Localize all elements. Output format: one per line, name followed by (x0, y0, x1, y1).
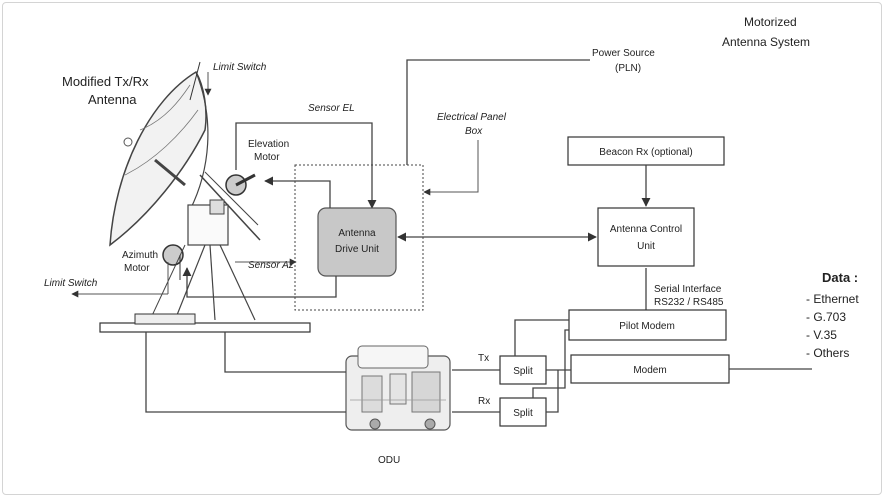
azimuth-motor-label-1: Azimuth (122, 250, 158, 261)
limit-switch-left-label: Limit Switch (44, 278, 98, 289)
split-bottom-label: Split (513, 408, 533, 419)
data-item-others: - Others (806, 346, 849, 360)
data-heading: Data : (822, 270, 858, 285)
odu-illustration (346, 346, 450, 430)
antenna-label-line2: Antenna (88, 92, 137, 107)
data-item-v35: - V.35 (806, 328, 837, 342)
data-item-g703: - G.703 (806, 310, 846, 324)
pilot-modem-label: Pilot Modem (619, 321, 675, 332)
drive-unit-label-1: Antenna (338, 228, 376, 239)
serial-interface-label-1: Serial Interface (654, 284, 722, 295)
modem-label: Modem (633, 365, 666, 376)
beacon-rx-label: Beacon Rx (optional) (599, 147, 692, 158)
azimuth-motor-label-2: Motor (124, 263, 150, 274)
title-line2: Antenna System (722, 35, 810, 49)
drive-unit-label-2: Drive Unit (335, 244, 379, 255)
acu-label-1: Antenna Control (610, 224, 682, 235)
title-line1: Motorized (744, 15, 797, 29)
odu-label: ODU (378, 455, 400, 466)
acu-label-2: Unit (637, 241, 655, 252)
antenna-control-unit-block (598, 208, 694, 266)
electrical-panel-label-2: Box (465, 126, 483, 137)
split-top-label: Split (513, 366, 533, 377)
sensor-el-label: Sensor EL (308, 103, 355, 114)
antenna-drive-unit-block (318, 208, 396, 276)
electrical-panel-label-1: Electrical Panel (437, 112, 507, 123)
power-source-label-2: (PLN) (615, 63, 641, 74)
elevation-motor-label-1: Elevation (248, 139, 289, 150)
power-source-label-1: Power Source (592, 48, 655, 59)
elevation-motor-label-2: Motor (254, 152, 280, 163)
rx-label: Rx (478, 396, 490, 407)
antenna-label-line1: Modified Tx/Rx (62, 74, 149, 89)
serial-interface-label-2: RS232 / RS485 (654, 297, 724, 308)
tx-label: Tx (478, 353, 489, 364)
data-item-ethernet: - Ethernet (806, 292, 859, 306)
limit-switch-top-label: Limit Switch (213, 62, 267, 73)
